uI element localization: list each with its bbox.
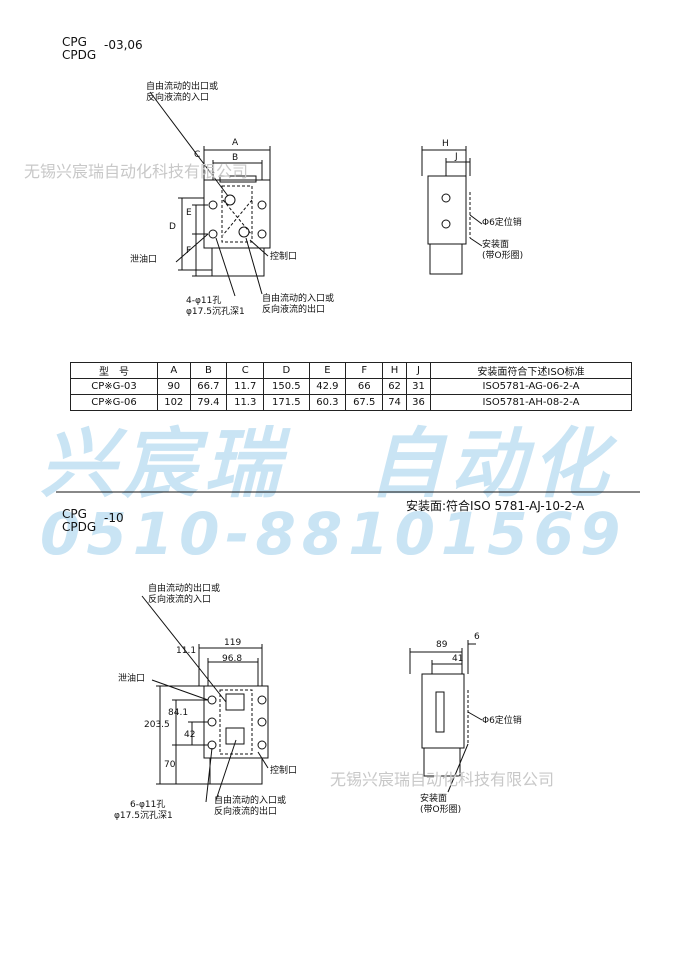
model-name-cpdg: CPDG: [62, 520, 97, 534]
model-size-suffix: -10: [104, 511, 124, 525]
watermark-company-2: 无锡兴宸瑞自动化科技有限公司: [330, 770, 555, 789]
dim-a: A: [232, 138, 239, 148]
label-locating-pin: Φ6定位销: [482, 716, 522, 726]
dim-119: 119: [224, 638, 242, 648]
cell: 60.3: [308, 394, 347, 411]
label-drain-port: 泄油口: [118, 674, 146, 684]
spec-table: 型 号 A B C D E F H J 安装面符合下述ISO标准 CP※G-03…: [70, 362, 632, 411]
label-bolt-holes: 4-φ11孔: [186, 296, 222, 306]
label-pilot-port: 控制口: [270, 252, 298, 262]
model-name-cpdg: CPDG: [62, 48, 97, 62]
watermark-phone: 0510-88101569: [40, 500, 627, 568]
dim-b: B: [232, 153, 239, 163]
model-title-1: CPG CPDG -03,06: [62, 35, 143, 62]
label-bottom-port: 自由流动的入口或 反向液流的出口: [262, 294, 335, 315]
model-name-cpg: CPG: [62, 507, 87, 521]
label-counterbore: φ17.5沉孔深1: [114, 811, 173, 821]
dim-89: 89: [436, 640, 448, 650]
dim-6: 6: [474, 632, 480, 642]
cell: 171.5: [263, 394, 310, 411]
model-name-cpg: CPG: [62, 35, 87, 49]
valve-body-side: [421, 673, 465, 749]
dim-70: 70: [164, 760, 176, 770]
dim-f: F: [186, 246, 192, 256]
cell: ISO5781-AH-08-2-A: [430, 394, 632, 411]
valve-base-front: [209, 757, 263, 785]
table-header: 型 号 A B C D E F H J 安装面符合下述ISO标准: [70, 362, 632, 379]
label-mount-face: 安装面 (带O形圈): [420, 794, 462, 815]
dim-203-5: 203.5: [144, 720, 170, 730]
dim-11-1: 11.1: [176, 646, 197, 656]
label-drain-port: 泄油口: [130, 255, 158, 265]
mount-standard-note: 安装面:符合ISO 5781-AJ-10-2-A: [406, 499, 585, 513]
dim-e: E: [186, 208, 192, 218]
label-mount-face: 安装面 (带O形圈): [482, 240, 524, 261]
watermark-company-1: 无锡兴宸瑞自动化科技有限公司: [24, 162, 249, 181]
cell: CP※G-06: [70, 394, 158, 411]
label-top-port: 自由流动的出口或 反向液流的入口: [146, 82, 219, 103]
dim-42: 42: [184, 730, 196, 740]
table-row: CP※G-03 90 66.7 11.7 150.5 42.9 66 62 31…: [70, 378, 632, 395]
dim-j: J: [455, 152, 458, 162]
model-title-2: CPG CPDG -10: [62, 507, 124, 534]
dim-96-8: 96.8: [222, 654, 243, 664]
label-pilot-port: 控制口: [270, 766, 298, 776]
label-bottom-port: 自由流动的入口或 反向液流的出口: [214, 796, 287, 817]
label-locating-pin: Φ6定位销: [482, 218, 522, 228]
dim-d: D: [169, 222, 176, 232]
model-size-suffix: -03,06: [104, 38, 143, 52]
cell: 36: [406, 394, 431, 411]
watermark-brand: 兴宸瑞 自动化: [40, 419, 614, 508]
label-top-port: 自由流动的出口或 反向液流的入口: [148, 584, 221, 605]
label-counterbore: φ17.5沉孔深1: [186, 307, 245, 317]
label-bolt-holes: 6-φ11孔: [130, 800, 166, 810]
table-row: CP※G-06 102 79.4 11.3 171.5 60.3 67.5 74…: [70, 394, 632, 411]
dim-h: H: [442, 139, 449, 149]
dim-84-1: 84.1: [168, 708, 189, 718]
dim-41: 41: [452, 654, 464, 664]
cell: 150.5: [263, 378, 310, 395]
dim-c: C: [194, 150, 201, 160]
valve-base-front: [211, 247, 265, 277]
